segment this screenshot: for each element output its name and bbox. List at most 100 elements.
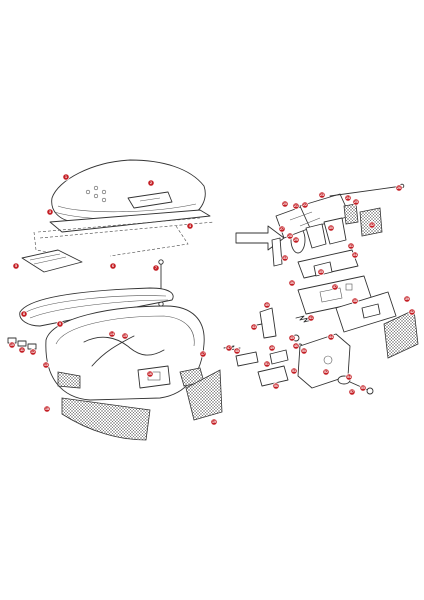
callout-c-hinge-d: 24 bbox=[344, 194, 352, 202]
callout-marker bbox=[300, 347, 308, 355]
callout-marker bbox=[108, 330, 116, 338]
callout-c-pad-a: 30 bbox=[327, 224, 335, 232]
callout-marker bbox=[20, 310, 28, 318]
callout-marker bbox=[322, 368, 330, 376]
callout-marker bbox=[233, 347, 241, 355]
callout-number: 37 bbox=[333, 285, 337, 289]
callout-number: 21 bbox=[294, 204, 298, 208]
callout-marker bbox=[395, 184, 403, 192]
callout-c-hinge-i: 33 bbox=[281, 254, 289, 262]
callout-c-clip-b: 11 bbox=[18, 346, 26, 354]
callout-c-key: 55 bbox=[359, 384, 367, 392]
callout-number: 28 bbox=[288, 234, 292, 238]
callout-number: 50 bbox=[302, 349, 306, 353]
callout-number: 25 bbox=[354, 200, 358, 204]
callout-c-housing-b: 57 bbox=[348, 388, 356, 396]
callout-marker bbox=[210, 418, 218, 426]
callout-marker bbox=[347, 242, 355, 250]
callout-number: 52 bbox=[324, 370, 328, 374]
callout-number: 4 bbox=[189, 224, 191, 228]
callout-marker bbox=[351, 297, 359, 305]
callout-c-strap: 14 bbox=[108, 330, 116, 338]
callout-marker bbox=[268, 344, 276, 352]
callout-c-spring: 41 bbox=[307, 314, 315, 322]
callout-marker bbox=[301, 201, 309, 209]
callout-number: 30 bbox=[329, 226, 333, 230]
callout-c-lock-body: 44 bbox=[327, 333, 335, 341]
callout-number: 49 bbox=[270, 346, 274, 350]
callout-number: 31 bbox=[349, 244, 353, 248]
callout-marker bbox=[199, 350, 207, 358]
reflector-far-right bbox=[383, 309, 419, 359]
hinge-assembly bbox=[271, 183, 405, 267]
callout-marker bbox=[281, 254, 289, 262]
callout-marker bbox=[225, 344, 233, 352]
callout-c-rod: 26 bbox=[395, 184, 403, 192]
callout-number: 39 bbox=[405, 297, 409, 301]
callout-c-refl-r: 42 bbox=[408, 308, 416, 316]
callout-c-base-c: 15 bbox=[121, 332, 129, 340]
logo-plate bbox=[335, 291, 397, 333]
callout-number: 8 bbox=[23, 312, 25, 316]
callout-c-pin-a: 45 bbox=[288, 334, 296, 342]
callout-c-screw-top: 7 bbox=[152, 264, 160, 272]
callout-c-grip: 38 bbox=[351, 297, 359, 305]
callout-c-lid-rim-r: 4 bbox=[186, 222, 194, 230]
callout-c-lid-rim: 3 bbox=[46, 208, 54, 216]
clips bbox=[7, 337, 37, 350]
callout-marker bbox=[288, 279, 296, 287]
callout-number: 26 bbox=[397, 186, 401, 190]
callout-number: 12 bbox=[31, 350, 35, 354]
callout-number: 3 bbox=[49, 210, 51, 214]
callout-number: 55 bbox=[361, 386, 365, 390]
callout-number: 19 bbox=[212, 420, 216, 424]
callout-number: 57 bbox=[350, 390, 354, 394]
callout-marker bbox=[292, 342, 300, 350]
callout-marker bbox=[147, 179, 155, 187]
callout-c-latch-plate: 34 bbox=[351, 251, 359, 259]
callout-marker bbox=[344, 194, 352, 202]
callout-number: 36 bbox=[290, 281, 294, 285]
callout-marker bbox=[345, 373, 353, 381]
callout-c-base-lock: 16 bbox=[146, 370, 154, 378]
callout-marker bbox=[18, 346, 26, 354]
callout-number: 18 bbox=[45, 407, 49, 411]
callout-c-housing: 52 bbox=[322, 368, 330, 376]
callout-number: 44 bbox=[329, 335, 333, 339]
callout-marker bbox=[109, 262, 117, 270]
callout-c-latch: 35 bbox=[317, 268, 325, 276]
callout-c-logo-plate: 39 bbox=[403, 295, 411, 303]
callout-c-screw-a: 43 bbox=[250, 323, 258, 331]
callout-c-spring-c: 48 bbox=[233, 347, 241, 355]
callout-c-bracket: 40 bbox=[263, 301, 271, 309]
callout-marker bbox=[263, 301, 271, 309]
callout-marker bbox=[292, 202, 300, 210]
base-shell bbox=[45, 305, 205, 401]
callout-c-reflector-l: 18 bbox=[43, 405, 51, 413]
callout-marker bbox=[327, 224, 335, 232]
callout-number: 34 bbox=[353, 253, 357, 257]
callout-marker bbox=[12, 262, 20, 270]
callout-number: 53 bbox=[292, 369, 296, 373]
callout-number: 1 bbox=[65, 175, 67, 179]
base-frame bbox=[19, 287, 174, 327]
callout-number: 10 bbox=[10, 343, 14, 347]
callout-marker bbox=[292, 236, 300, 244]
callout-marker bbox=[186, 222, 194, 230]
callout-c-cam-b: 50 bbox=[300, 347, 308, 355]
callout-c-hinge-a: 21 bbox=[292, 202, 300, 210]
callout-marker bbox=[278, 225, 286, 233]
callout-c-frame-in: 9 bbox=[56, 320, 64, 328]
callout-number: 29 bbox=[294, 238, 298, 242]
callout-number: 9 bbox=[59, 322, 61, 326]
callout-number: 54 bbox=[347, 375, 351, 379]
callout-number: 35 bbox=[319, 270, 323, 274]
callout-number: 27 bbox=[280, 227, 284, 231]
callout-number: 40 bbox=[265, 303, 269, 307]
callout-c-hinge-b: 22 bbox=[301, 201, 309, 209]
callout-number: 22 bbox=[303, 203, 307, 207]
callout-marker bbox=[408, 308, 416, 316]
callout-marker bbox=[286, 232, 294, 240]
callout-number: 32 bbox=[370, 223, 374, 227]
callout-marker bbox=[146, 370, 154, 378]
